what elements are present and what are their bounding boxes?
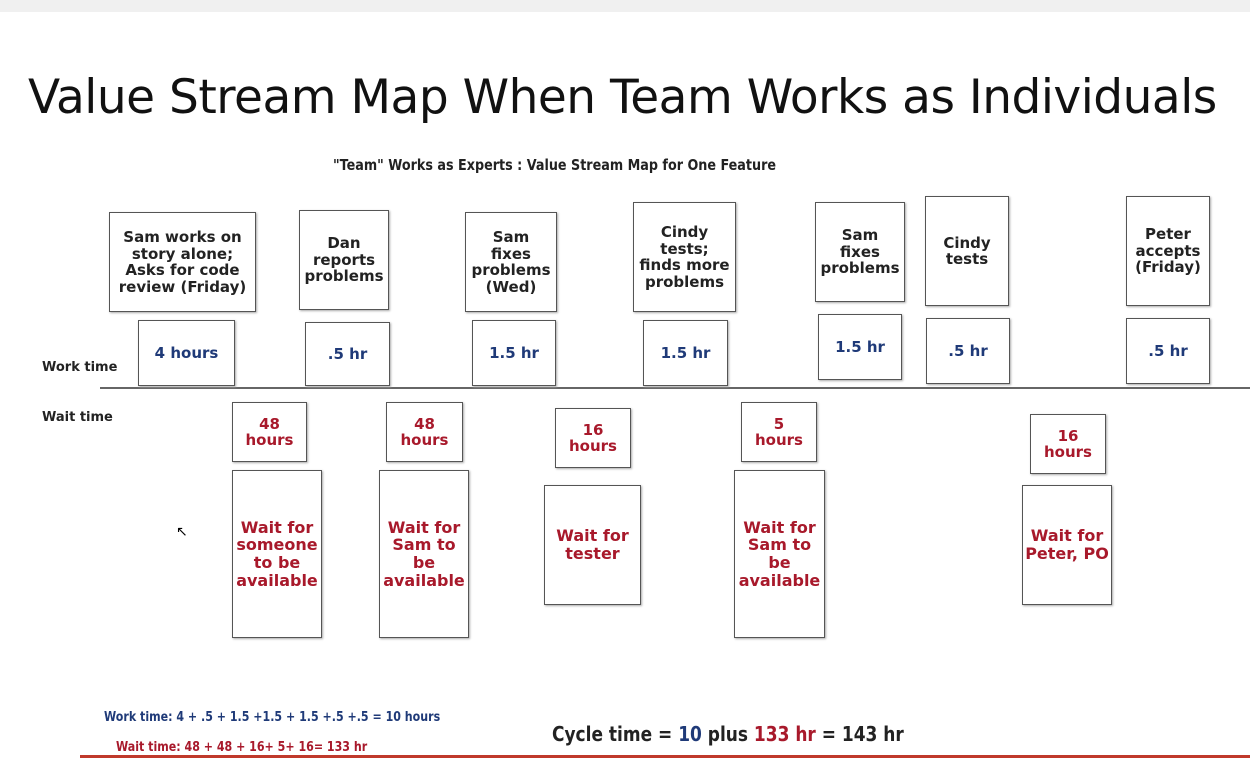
work-time-box: .5 hr: [1126, 318, 1210, 384]
work-time-box: .5 hr: [926, 318, 1010, 384]
wait-hours-box: 5 hours: [741, 402, 817, 462]
activity-box: Sam fixes problems (Wed): [465, 212, 557, 312]
work-time-box: 1.5 hr: [818, 314, 902, 380]
cycle-time: Cycle time = 10 plus 133 hr = 143 hr: [552, 722, 904, 746]
wait-hours-box: 16 hours: [1030, 414, 1106, 474]
activity-box: Cindy tests: [925, 196, 1009, 306]
wait-reason-box: Wait for Peter, PO: [1022, 485, 1112, 605]
slide-title: Value Stream Map When Team Works as Indi…: [28, 70, 1217, 125]
wait-time-label: Wait time: [42, 410, 113, 425]
wait-hours-box: 48 hours: [386, 402, 463, 462]
wait-reason-box: Wait for Sam to be available: [734, 470, 825, 638]
cycle-plus: plus: [701, 722, 754, 746]
mouse-cursor-icon: ↖: [176, 524, 188, 540]
cycle-label: Cycle time =: [552, 722, 679, 746]
activity-box: Cindy tests; finds more problems: [633, 202, 736, 312]
activity-box: Sam works on story alone; Asks for code …: [109, 212, 256, 312]
cycle-total: = 143 hr: [815, 722, 904, 746]
cycle-wait: 133 hr: [753, 722, 816, 746]
work-time-box: 1.5 hr: [643, 320, 728, 386]
wait-time-sum: Wait time: 48 + 48 + 16+ 5+ 16= 133 hr: [116, 740, 368, 755]
work-time-box: 1.5 hr: [472, 320, 556, 386]
wait-hours-box: 16 hours: [555, 408, 631, 468]
work-time-box: 4 hours: [138, 320, 235, 386]
wait-reason-box: Wait for someone to be available: [232, 470, 322, 638]
work-time-sum: Work time: 4 + .5 + 1.5 +1.5 + 1.5 +.5 +…: [104, 710, 441, 725]
activity-box: Dan reports problems: [299, 210, 389, 310]
slide-subtitle: "Team" Works as Experts : Value Stream M…: [333, 156, 777, 174]
work-time-label: Work time: [42, 360, 118, 375]
timeline-divider: [100, 387, 1250, 389]
wait-hours-box: 48 hours: [232, 402, 307, 462]
work-time-box: .5 hr: [305, 322, 390, 386]
top-bar: [0, 0, 1250, 12]
activity-box: Sam fixes problems: [815, 202, 905, 302]
wait-reason-box: Wait for Sam to be available: [379, 470, 469, 638]
activity-box: Peter accepts (Friday): [1126, 196, 1210, 306]
wait-reason-box: Wait for tester: [544, 485, 641, 605]
cycle-work: 10: [678, 722, 702, 746]
bottom-red-line: [80, 755, 1250, 758]
